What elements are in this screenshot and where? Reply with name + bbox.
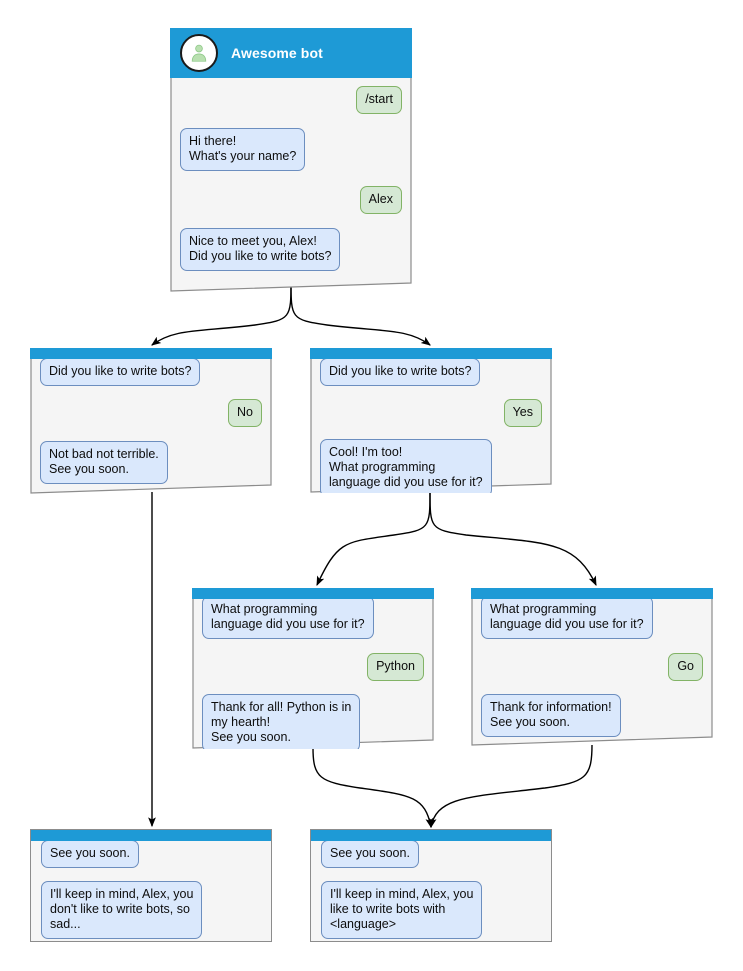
chat-card-branch-no[interactable]: Did you like to write bots? No Not bad n… xyxy=(30,348,272,494)
message-row: Not bad not terrible. See you soon. xyxy=(40,441,262,484)
message-row: Thank for all! Python is in my hearth! S… xyxy=(202,694,424,749)
bot-message-bubble: Not bad not terrible. See you soon. xyxy=(40,441,168,484)
message-row: Yes xyxy=(320,399,542,427)
user-message-bubble: Python xyxy=(367,653,424,681)
message-list-end-sad: See you soon. I'll keep in mind, Alex, y… xyxy=(31,840,271,939)
message-row: What programming language did you use fo… xyxy=(202,596,424,639)
message-list-branch-yes: Did you like to write bots? Yes Cool! I'… xyxy=(310,358,552,493)
message-row: See you soon. xyxy=(41,840,261,868)
message-row: Thank for information! See you soon. xyxy=(481,694,703,737)
chat-card-end-happy[interactable]: See you soon. I'll keep in mind, Alex, y… xyxy=(310,829,552,942)
message-list-branch-no: Did you like to write bots? No Not bad n… xyxy=(30,358,272,484)
chat-card-root[interactable]: Awesome bot /start Hi there! What's your… xyxy=(170,28,412,292)
card-header-root: Awesome bot xyxy=(170,28,412,78)
user-message-bubble: No xyxy=(228,399,262,427)
message-row: Did you like to write bots? xyxy=(40,358,262,386)
user-message-bubble: Go xyxy=(668,653,703,681)
bot-message-bubble: Nice to meet you, Alex! Did you like to … xyxy=(180,228,341,271)
bot-message-bubble: See you soon. xyxy=(321,840,419,868)
chat-card-end-sad[interactable]: See you soon. I'll keep in mind, Alex, y… xyxy=(30,829,272,942)
message-row: Alex xyxy=(180,186,402,214)
bot-title: Awesome bot xyxy=(231,45,323,61)
message-row: /start xyxy=(180,86,402,114)
message-row: What programming language did you use fo… xyxy=(481,596,703,639)
card-header-bar xyxy=(31,830,271,841)
user-message-bubble: /start xyxy=(356,86,402,114)
message-row: Go xyxy=(481,653,703,681)
message-row: No xyxy=(40,399,262,427)
card-header-bar xyxy=(310,348,552,359)
message-row: Cool! I'm too! What programming language… xyxy=(320,439,542,493)
message-row: I'll keep in mind, Alex, you like to wri… xyxy=(321,881,541,939)
connector-yes-to-python xyxy=(316,490,431,587)
card-header-bar xyxy=(192,588,434,599)
message-row: Nice to meet you, Alex! Did you like to … xyxy=(180,228,402,271)
message-list-branch-go: What programming language did you use fo… xyxy=(471,596,713,737)
connector-python-to-end-happy xyxy=(312,747,434,829)
bot-message-bubble: See you soon. xyxy=(41,840,139,868)
bot-message-bubble: What programming language did you use fo… xyxy=(202,596,374,639)
connector-yes-to-go xyxy=(429,490,597,587)
bot-message-bubble: Cool! I'm too! What programming language… xyxy=(320,439,492,493)
chat-card-branch-python[interactable]: What programming language did you use fo… xyxy=(192,588,434,749)
message-list-root: /start Hi there! What's your name? Alex … xyxy=(170,86,412,271)
bot-message-bubble: What programming language did you use fo… xyxy=(481,596,653,639)
card-header-bar xyxy=(30,348,272,359)
message-list-end-happy: See you soon. I'll keep in mind, Alex, y… xyxy=(311,840,551,939)
card-header-bar xyxy=(311,830,551,841)
message-row: Hi there! What's your name? xyxy=(180,128,402,171)
chat-card-branch-yes[interactable]: Did you like to write bots? Yes Cool! I'… xyxy=(310,348,552,493)
bot-message-bubble: Did you like to write bots? xyxy=(320,358,481,386)
person-avatar-icon xyxy=(180,34,218,72)
bot-message-bubble: Hi there! What's your name? xyxy=(180,128,306,171)
message-row: Did you like to write bots? xyxy=(320,358,542,386)
chat-card-branch-go[interactable]: What programming language did you use fo… xyxy=(471,588,713,746)
user-message-bubble: Alex xyxy=(359,186,402,214)
bot-message-bubble: I'll keep in mind, Alex, you don't like … xyxy=(41,881,203,939)
message-row: See you soon. xyxy=(321,840,541,868)
card-header-bar xyxy=(471,588,713,599)
message-row: Python xyxy=(202,653,424,681)
bot-message-bubble: Did you like to write bots? xyxy=(40,358,201,386)
bot-message-bubble: Thank for all! Python is in my hearth! S… xyxy=(202,694,361,749)
bot-message-bubble: Thank for information! See you soon. xyxy=(481,694,621,737)
user-message-bubble: Yes xyxy=(503,399,542,427)
message-list-branch-python: What programming language did you use fo… xyxy=(192,596,434,749)
connector-go-to-end-happy xyxy=(428,744,593,829)
message-row: I'll keep in mind, Alex, you don't like … xyxy=(41,881,261,939)
bot-message-bubble: I'll keep in mind, Alex, you like to wri… xyxy=(321,881,483,939)
